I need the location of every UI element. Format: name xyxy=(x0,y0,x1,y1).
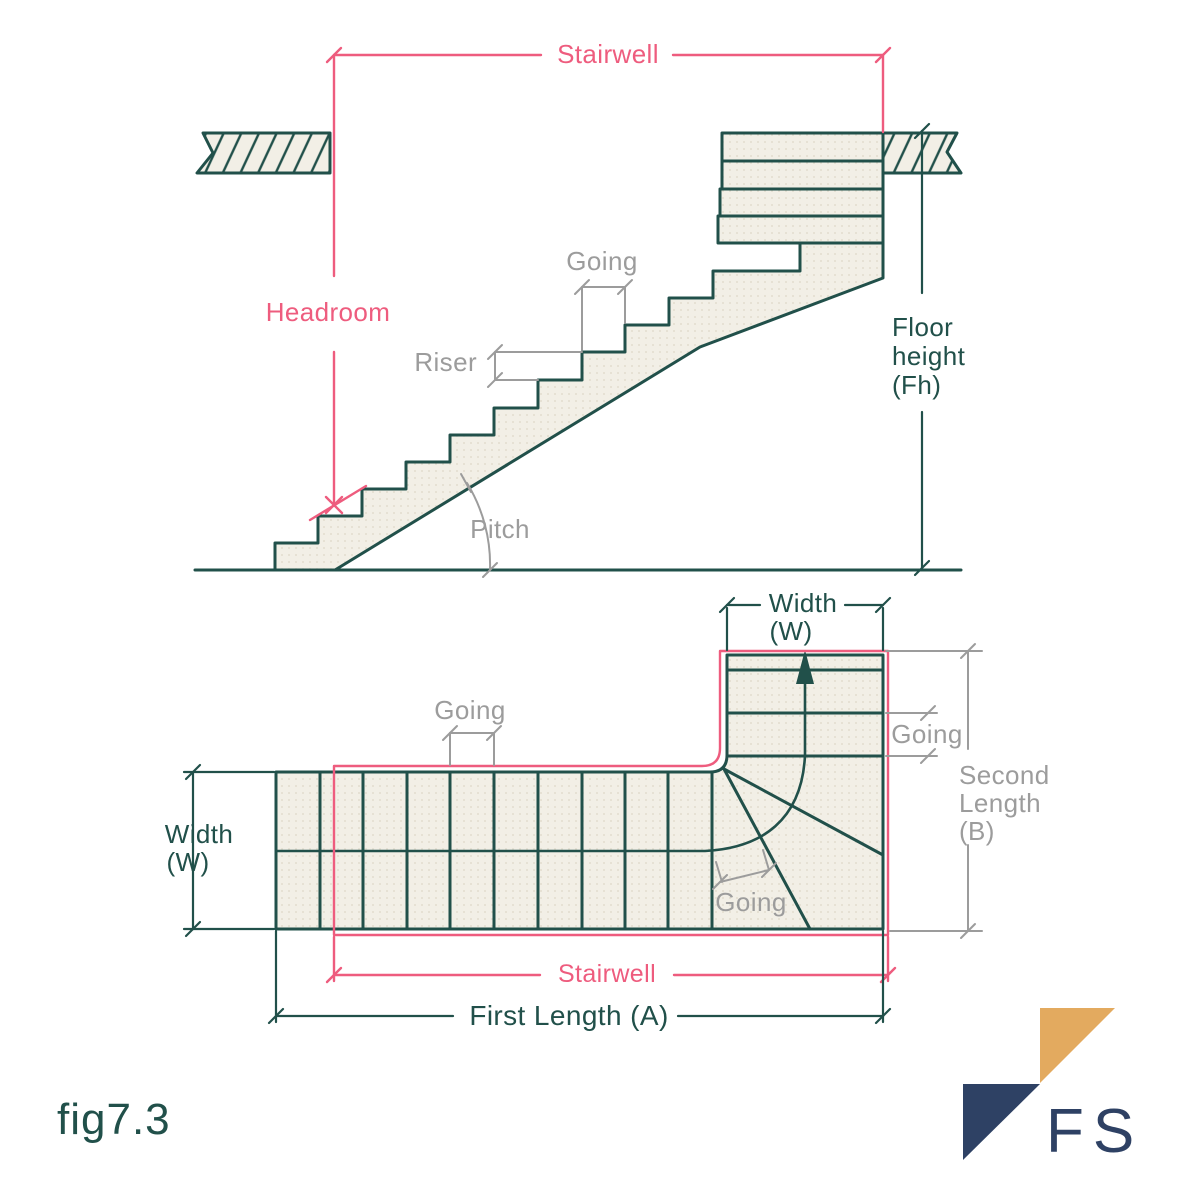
elevation-headroom-dimension: Headroom xyxy=(266,53,391,522)
floor-height-label-line1: Floor xyxy=(892,312,953,342)
footer: fig7.3 FS xyxy=(57,1008,1143,1166)
elevation-upper-flight-bands xyxy=(716,131,885,245)
width-top-label-line1: Width xyxy=(769,588,837,618)
first-length-label: First Length (A) xyxy=(469,1000,668,1031)
dim-tick xyxy=(913,559,931,577)
upper-band-3 xyxy=(718,187,885,218)
dim-line xyxy=(719,869,770,883)
plan-second-length-dimension: Second Length (B) xyxy=(885,643,1050,939)
dim-tick xyxy=(960,643,976,659)
dim-tick xyxy=(874,1007,892,1025)
headroom-label: Headroom xyxy=(266,297,391,327)
dim-extension xyxy=(762,849,770,871)
second-length-label-line1: Second xyxy=(959,760,1050,790)
plan-width-top-dimension: Width (W) xyxy=(718,588,892,652)
plan-going-top-dimension: Going xyxy=(434,695,505,766)
dim-tick xyxy=(920,705,936,721)
dim-tick xyxy=(761,862,777,878)
elevation-going-dimension: Going xyxy=(566,246,637,351)
going-label: Going xyxy=(566,246,637,276)
plan-going-winder-dimension: Going xyxy=(712,849,786,917)
logo-navy-triangle-icon xyxy=(963,1084,1040,1160)
dim-tick xyxy=(325,966,343,984)
plan-stairwell-dimension: Stairwell xyxy=(325,935,897,988)
riser-label: Riser xyxy=(414,347,477,377)
dim-tick xyxy=(482,562,498,578)
elevation-pitch-dimension: Pitch xyxy=(460,473,530,578)
going-right-label: Going xyxy=(891,719,962,749)
elevation-floor-height-dimension: Floor height (Fh) xyxy=(892,122,966,577)
stairwell-label: Stairwell xyxy=(557,39,659,69)
going-winder-label: Going xyxy=(715,887,786,917)
dim-tick xyxy=(267,1007,285,1025)
winder-line xyxy=(722,767,885,857)
dim-tick xyxy=(574,279,590,295)
dim-extension xyxy=(715,861,723,883)
elevation-stair-silhouette xyxy=(273,241,885,572)
dim-tick xyxy=(718,596,736,614)
logo-text: FS xyxy=(1046,1097,1143,1166)
winder-line xyxy=(722,767,812,931)
upper-band-1 xyxy=(720,131,885,163)
dim-tick xyxy=(184,763,202,781)
dim-tick xyxy=(712,874,728,890)
dim-tick xyxy=(617,279,633,295)
plan-stairwell-outline xyxy=(332,649,890,937)
plan-winder-lines xyxy=(722,767,885,931)
stairwell-bottom-label: Stairwell xyxy=(558,960,656,988)
dim-tick xyxy=(184,920,202,938)
second-length-label-line2: Length xyxy=(959,788,1041,818)
width-left-label-line2: (W) xyxy=(166,847,209,877)
width-top-label-line2: (W) xyxy=(769,616,812,646)
plan-width-left-dimension: Width (W) xyxy=(165,763,276,938)
dim-tick xyxy=(920,748,936,764)
dim-tick xyxy=(486,725,502,741)
floor-height-label-line2: height xyxy=(892,341,966,371)
going-top-label: Going xyxy=(434,695,505,725)
plan-first-length-dimension: First Length (A) xyxy=(267,929,892,1031)
dim-tick xyxy=(960,923,976,939)
figure-caption: fig7.3 xyxy=(57,1095,171,1144)
elevation-stairwell-dimension: Stairwell xyxy=(325,39,892,134)
fs-logo: FS xyxy=(963,1008,1143,1166)
elevation-riser-dimension: Riser xyxy=(414,344,583,388)
second-length-label-line3: (B) xyxy=(959,816,995,846)
pitch-label: Pitch xyxy=(470,514,530,544)
width-left-label-line1: Width xyxy=(165,819,233,849)
logo-gold-triangle-icon xyxy=(1040,1008,1115,1083)
dim-tick xyxy=(487,372,503,388)
plan-stair-outline xyxy=(274,653,885,931)
plan-going-right-dimension: Going xyxy=(885,705,962,764)
dim-tick xyxy=(487,344,503,360)
pitch-nosing-line xyxy=(308,484,368,522)
dim-tick xyxy=(460,473,472,493)
dim-tick xyxy=(874,596,892,614)
left-floor-slab xyxy=(195,131,332,175)
upper-band-4 xyxy=(716,214,885,245)
dim-tick xyxy=(913,122,931,140)
upper-band-2 xyxy=(720,159,885,191)
plan-walking-line xyxy=(274,650,814,853)
floor-height-label-line3: (Fh) xyxy=(892,370,941,400)
plan-view: Width (W) Width (W) Going xyxy=(165,588,1050,1031)
direction-arrow xyxy=(796,650,814,684)
elevation-view: Stairwell Headroom Going Rise xyxy=(193,39,966,578)
dim-tick xyxy=(442,725,458,741)
walking-line-path xyxy=(274,680,807,853)
